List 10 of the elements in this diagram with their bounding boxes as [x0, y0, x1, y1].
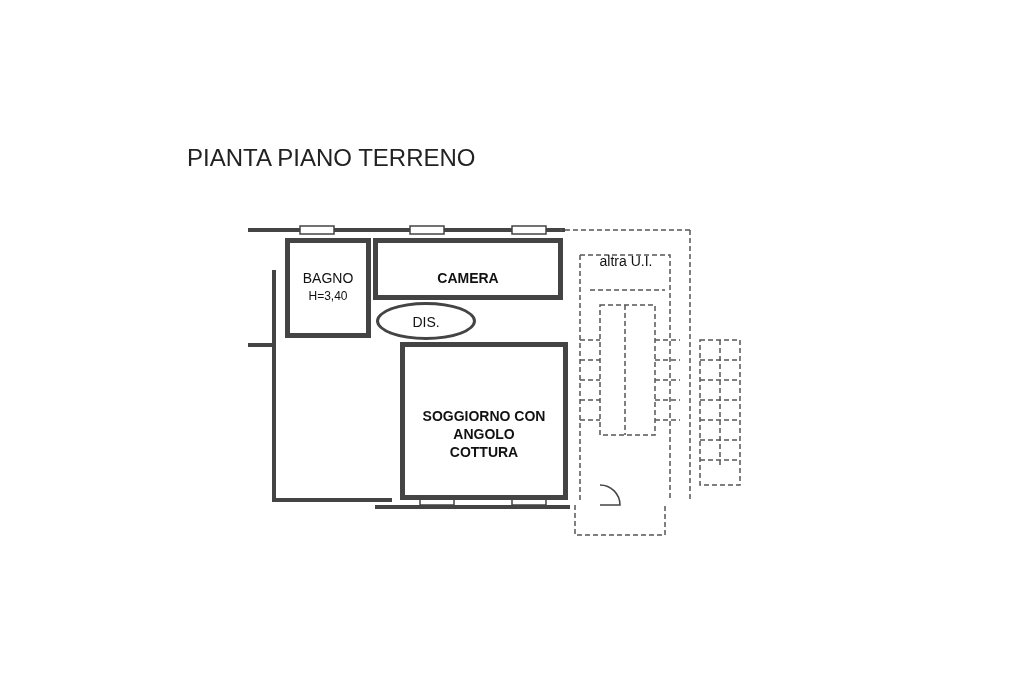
room-label: DIS.: [412, 313, 440, 331]
room-label: SOGGIORNO CON ANGOLO COTTURA: [421, 407, 547, 461]
room-outline: [285, 238, 371, 338]
room-label: altra U.I.: [599, 252, 653, 270]
room-outline: [373, 238, 563, 300]
room-outline: [400, 342, 568, 500]
room-label: CAMERA: [437, 269, 499, 287]
ceiling-height-label: H=3,40: [308, 288, 348, 305]
room-label: BAGNO: [302, 269, 354, 287]
plan-title: PIANTA PIANO TERRENO: [187, 144, 476, 172]
